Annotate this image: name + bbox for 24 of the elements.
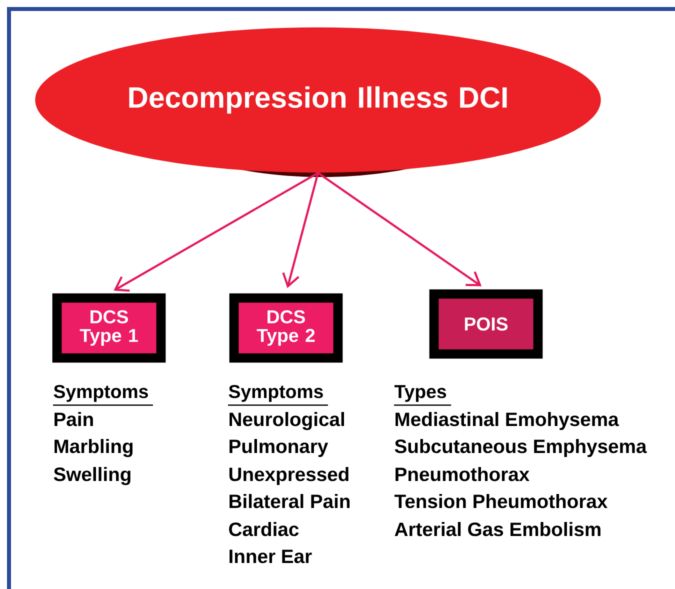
list-item: Inner Ear xyxy=(230,550,312,564)
list-item: Pneumothorax xyxy=(396,466,530,482)
list-item: Pulmonary xyxy=(230,438,328,457)
arrow xyxy=(114,172,319,292)
arrow xyxy=(317,172,482,286)
list-heading: Symptoms xyxy=(228,384,323,402)
process-box: DCS Type 2 xyxy=(229,293,343,363)
list-item: Unexpressed xyxy=(229,466,348,485)
list-item: Arterial Gas Embolism xyxy=(394,522,600,536)
process-box: DCS Type 1 xyxy=(52,293,166,363)
ellipse-node: Decompression Illness DCI xyxy=(35,27,601,177)
list-heading: Types xyxy=(394,385,446,402)
list-heading: Symptoms xyxy=(54,384,148,402)
list-item: Bilateral Pain xyxy=(230,494,350,508)
list-item: Tension Pheumothorax xyxy=(394,494,608,508)
list-item: Cardiac xyxy=(229,522,299,536)
list-item: Pain xyxy=(54,412,93,426)
arrow xyxy=(282,172,320,288)
process-box: POIS xyxy=(429,289,543,359)
list-item: Subcutaneous Emphysema xyxy=(394,438,647,457)
list-item: Neurological xyxy=(230,412,344,430)
list-item: Swelling xyxy=(54,466,130,486)
list-item: Mediastinal Emohysema xyxy=(396,412,619,430)
list-item: Marbling xyxy=(54,438,133,458)
